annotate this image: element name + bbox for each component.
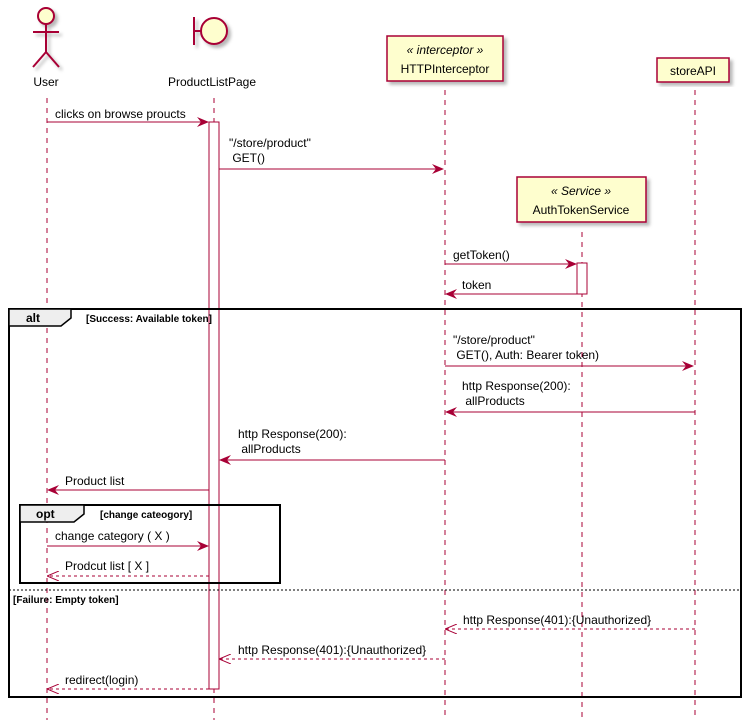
message-label: clicks on browse proucts — [55, 107, 186, 121]
participant-stereotype: « interceptor » — [407, 43, 484, 57]
message-label: "/store/product" — [229, 136, 311, 150]
alt-fragment: alt [Success: Available token] [Failure:… — [8, 308, 742, 698]
message-label: change category ( X ) — [55, 529, 170, 543]
message-label: "/store/product" — [453, 333, 535, 347]
participant-label: storeAPI — [670, 64, 716, 78]
message-label: http Response(200): — [238, 427, 347, 441]
message-label: http Response(401):{Unauthorized} — [463, 613, 651, 627]
message-label: getToken() — [453, 248, 510, 262]
participant-label: HTTPInterceptor — [401, 62, 490, 76]
message-label: allProducts — [238, 442, 301, 456]
message-label: Product list — [65, 474, 125, 488]
message-label: redirect(login) — [65, 673, 138, 687]
participant-label: AuthTokenService — [533, 203, 630, 217]
message-6: http Response(200): allProducts — [445, 379, 695, 417]
fragment-guard: [change cateogory] — [100, 510, 192, 521]
participant-label: ProductListPage — [168, 75, 256, 89]
message-13: redirect(login) — [48, 673, 209, 689]
participant-user: User — [32, 7, 60, 89]
message-label: http Response(200): — [462, 379, 571, 393]
fragment-else-guard: [Failure: Empty token] — [13, 595, 119, 606]
message-label: GET(), Auth: Bearer token) — [453, 348, 599, 362]
message-2: "/store/product" GET() — [219, 136, 444, 174]
message-label: http Response(401):{Unauthorized} — [238, 643, 426, 657]
message-1: clicks on browse proucts — [47, 107, 209, 127]
activation-bar-auth-token-service — [576, 262, 588, 295]
boundary-icon — [193, 17, 228, 45]
fragment-keyword: opt — [36, 507, 55, 521]
message-3: getToken() — [445, 248, 577, 269]
opt-fragment: opt [change cateogory] — [19, 504, 281, 584]
participant-http-interceptor: « interceptor » HTTPInterceptor — [386, 35, 504, 82]
fragment-keyword: alt — [26, 311, 40, 325]
message-11: http Response(401):{Unauthorized} — [446, 613, 695, 629]
participant-auth-token-service: « Service » AuthTokenService — [516, 176, 647, 223]
participant-store-api: storeAPI — [656, 57, 730, 83]
message-9: change category ( X ) — [47, 529, 209, 551]
actor-icon — [32, 7, 60, 68]
message-12: http Response(401):{Unauthorized} — [220, 643, 445, 659]
message-label: allProducts — [462, 394, 525, 408]
message-label: Prodcut list [ X ] — [65, 559, 149, 573]
message-10: Prodcut list [ X ] — [48, 559, 209, 576]
participant-product-list-page: ProductListPage — [168, 17, 256, 89]
participant-stereotype: « Service » — [551, 184, 611, 198]
message-4: token — [445, 278, 577, 299]
message-8: Product list — [47, 474, 209, 495]
message-label: GET() — [229, 151, 265, 165]
message-7: http Response(200): allProducts — [219, 427, 445, 465]
message-label: token — [462, 278, 491, 292]
fragment-guard: [Success: Available token] — [86, 314, 212, 325]
activation-bar-product-list-page — [208, 121, 220, 690]
messages: clicks on browse proucts "/store/product"… — [47, 107, 695, 689]
participant-label: User — [33, 75, 58, 89]
message-5: "/store/product" GET(), Auth: Bearer tok… — [445, 333, 694, 371]
